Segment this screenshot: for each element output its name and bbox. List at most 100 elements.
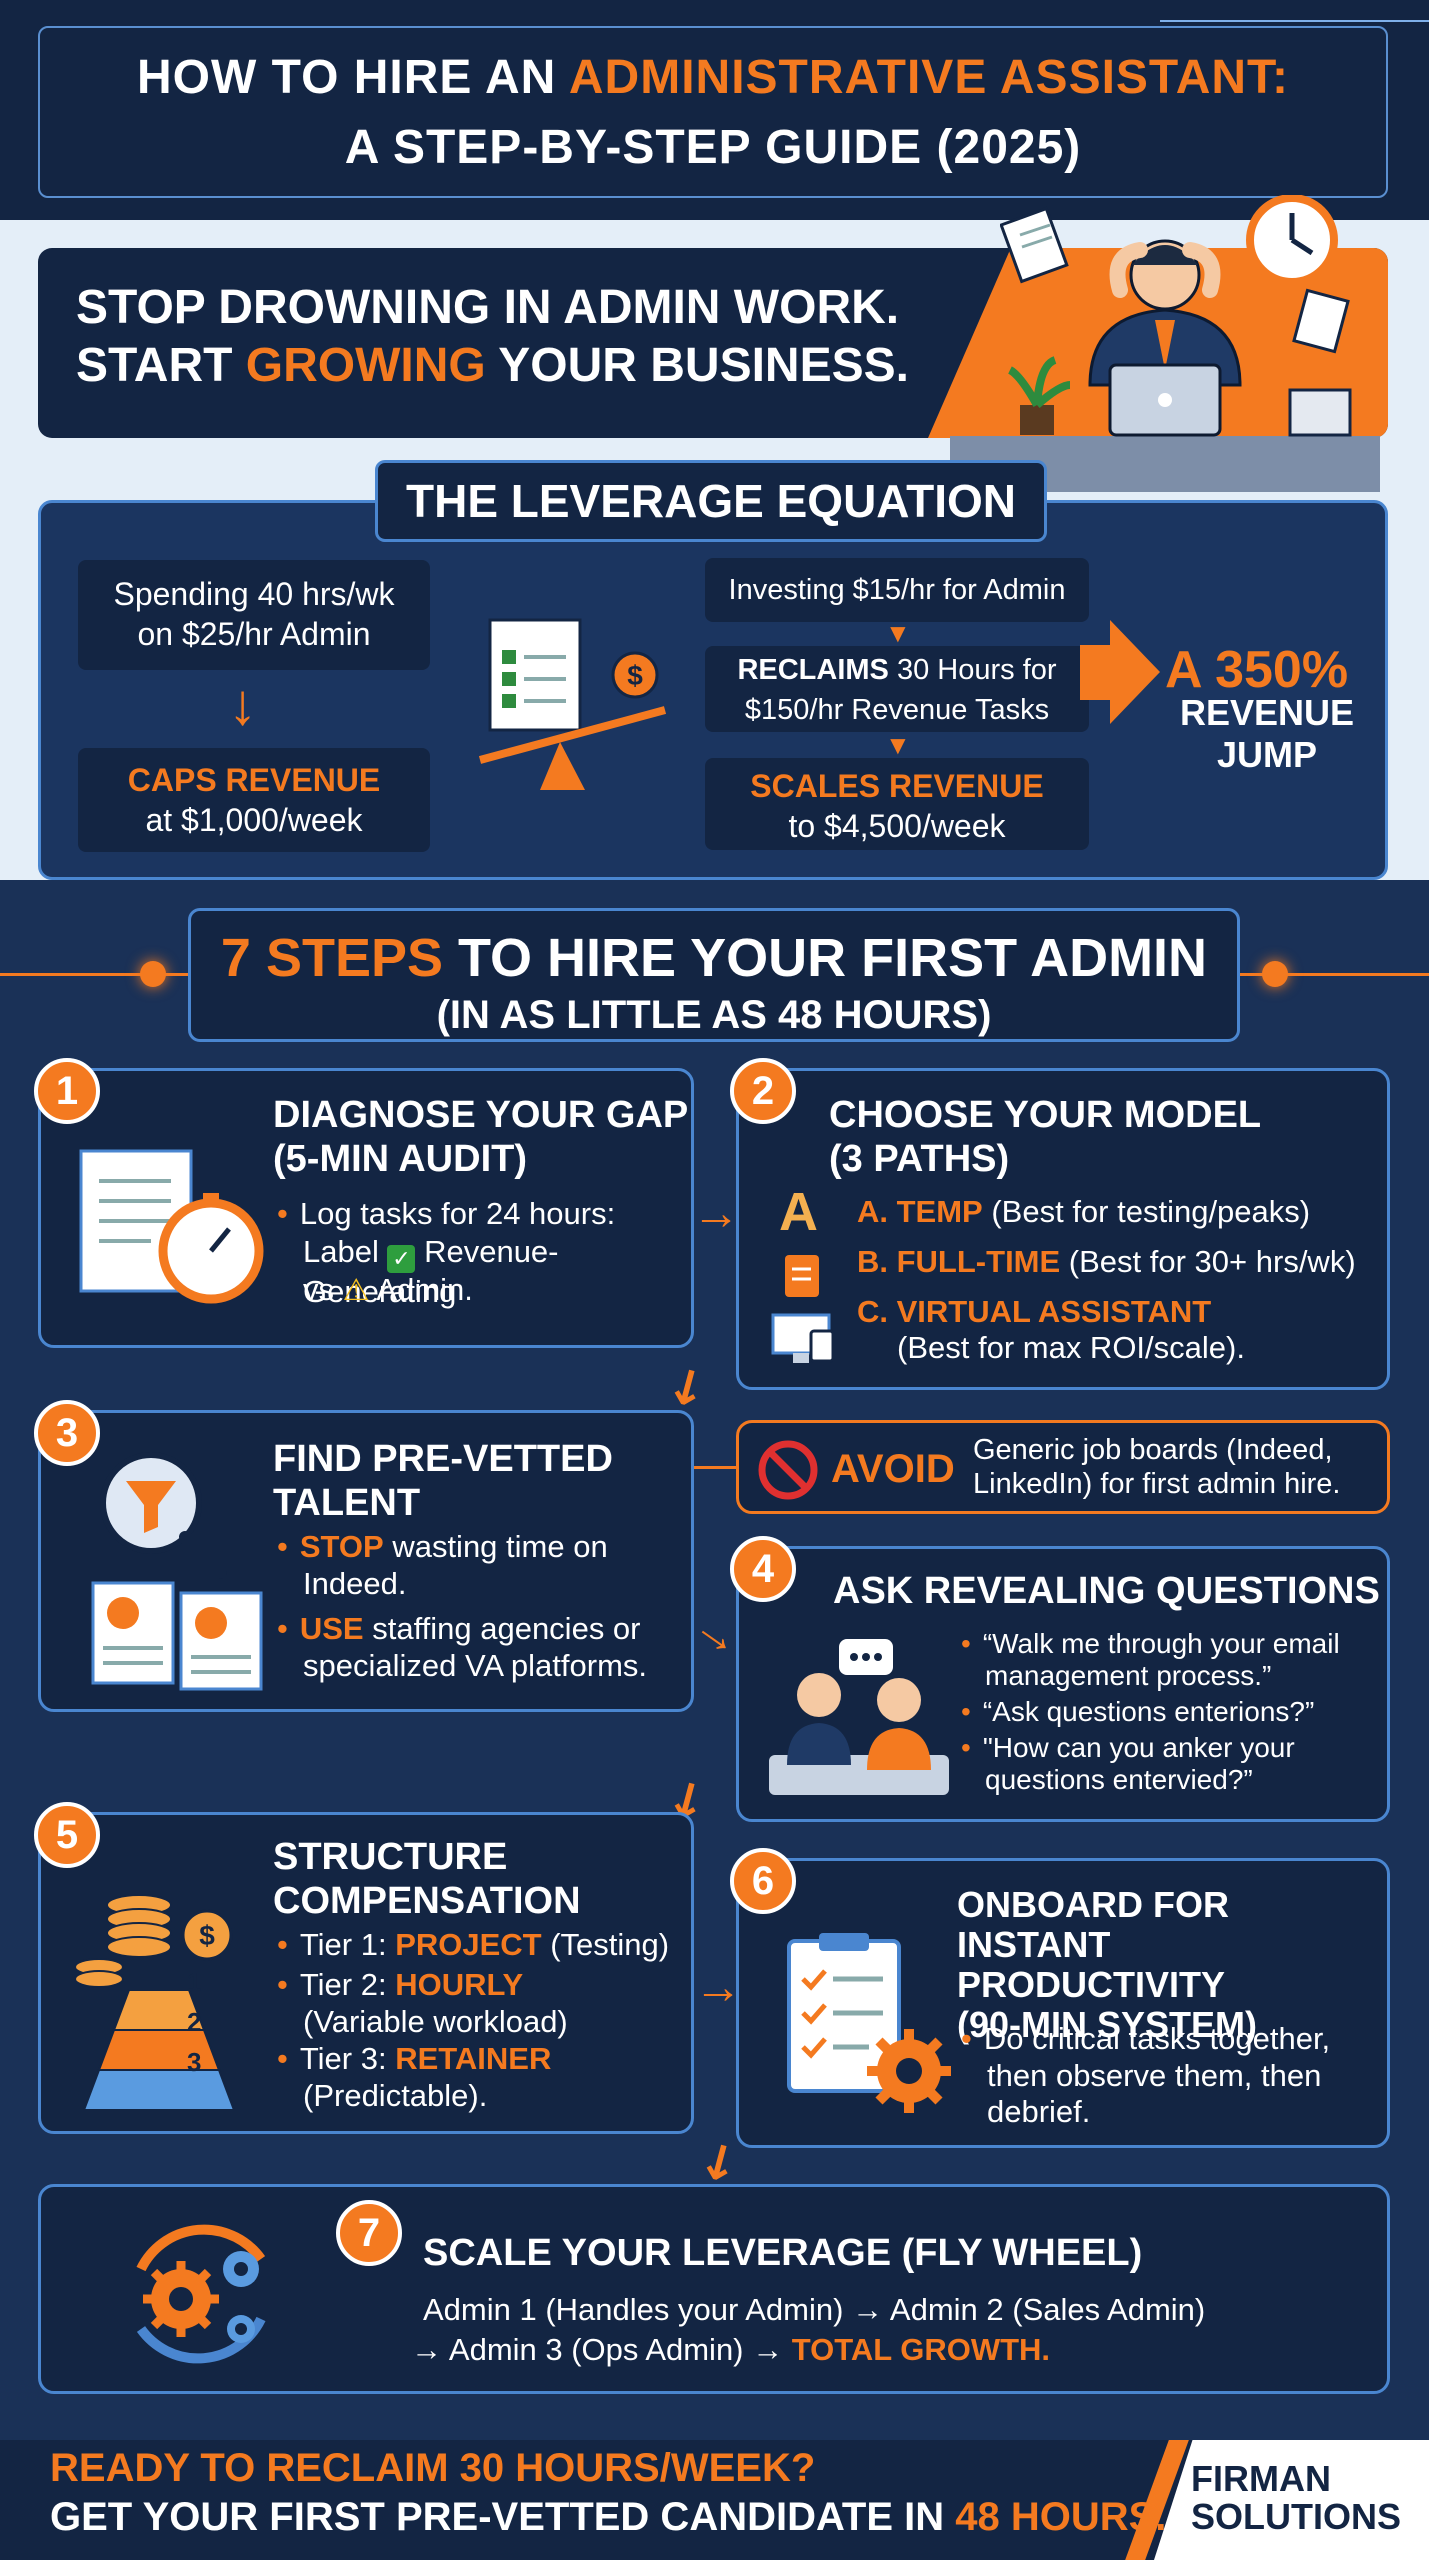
arrow-down-left: ↓ xyxy=(228,672,257,737)
steps-header: 7 STEPS TO HIRE YOUR FIRST ADMIN (IN AS … xyxy=(188,908,1240,1042)
step-5-title-line2: COMPENSATION xyxy=(273,1880,581,1922)
result-arrow xyxy=(1110,620,1160,724)
prohibited-icon xyxy=(758,1440,818,1500)
brand-line1: FIRMAN xyxy=(1191,2458,1331,2499)
step-6-title-line2: PRODUCTIVITY xyxy=(957,1964,1226,2005)
step-1-revenue-text: Revenue-Generating xyxy=(303,1234,559,1309)
avoid-line1: Generic job boards (Indeed, xyxy=(973,1434,1333,1466)
step-4-card: ASK REVEALING QUESTIONS “Walk me through… xyxy=(736,1546,1390,1822)
option-a-label: A. TEMP xyxy=(857,1194,983,1229)
step-3-bullet-2: USE staffing agencies or xyxy=(277,1611,641,1647)
step-3-use-rest: staffing agencies or xyxy=(363,1611,641,1646)
tier-1-label: PROJECT xyxy=(395,1927,542,1962)
step-1-admin-text: Admin. xyxy=(369,1272,473,1307)
header-dot-right xyxy=(1262,961,1288,987)
brand-line2: SOLUTIONS xyxy=(1191,2496,1402,2537)
page-title-line2: A STEP-BY-STEP GUIDE (2025) xyxy=(344,121,1082,174)
step-7-number: 7 xyxy=(336,2200,402,2266)
step-4-q3: "How can you anker your xyxy=(961,1731,1295,1765)
avoid-connector xyxy=(694,1466,738,1469)
step-3-bullet-2-line2: specialized VA platforms. xyxy=(303,1648,648,1683)
funnel-magnifier-icon xyxy=(91,1452,263,1691)
title-deco-line xyxy=(1160,20,1429,22)
step-1-bullet: Log tasks for 24 hours: xyxy=(277,1196,615,1232)
step-5-tier-2: Tier 2: HOURLY xyxy=(277,1967,523,2003)
investing-text: Investing $15/hr for Admin xyxy=(728,574,1066,606)
connector-5-6: → xyxy=(694,1961,742,2014)
step-6-number: 6 xyxy=(730,1848,796,1914)
step-2-option-c: C. VIRTUAL ASSISTANT xyxy=(857,1293,1211,1330)
cta-line2-accent: 48 HOURS. xyxy=(955,2495,1167,2539)
step-4-q1: “Walk me through your email xyxy=(961,1627,1340,1661)
step-2-option-c-desc: (Best for max ROI/scale). xyxy=(897,1330,1245,1365)
header-dot-left xyxy=(140,961,166,987)
title-pre: HOW TO HIRE AN xyxy=(137,51,569,104)
cta-line2-pre: GET YOUR FIRST PRE-VETTED CANDIDATE IN xyxy=(50,2495,956,2539)
steps-header-rest: TO HIRE YOUR FIRST ADMIN xyxy=(443,928,1208,988)
step-6-bullet-line3: debrief. xyxy=(987,2094,1091,2129)
step-2-title: CHOOSE YOUR MODEL(3 PATHS) xyxy=(829,1093,1261,1181)
header-rule-left xyxy=(0,973,188,976)
step-1-vs: vs xyxy=(303,1272,343,1307)
hero-line2-accent: GROWING xyxy=(245,339,486,392)
step-3-stop-rest: wasting time on xyxy=(383,1529,608,1564)
document-scale-icon: $ xyxy=(478,618,667,790)
step-3-title-line1: FIND PRE-VETTED xyxy=(273,1438,613,1480)
leverage-spending-chip: Spending 40 hrs/wk on $25/hr Admin xyxy=(78,560,430,670)
step-7-line1: Admin 1 (Handles your Admin) → Admin 2 (… xyxy=(423,2292,1206,2327)
step-5-tier-3: Tier 3: RETAINER xyxy=(277,2041,551,2077)
notebook-icon xyxy=(79,1149,264,1304)
title-accent: ADMINISTRATIVE ASSISTANT: xyxy=(568,51,1289,104)
avoid-label: AVOID xyxy=(831,1447,955,1491)
step-1-title-line1: DIAGNOSE YOUR GAP xyxy=(273,1094,689,1136)
papers-icon xyxy=(1000,206,1350,354)
option-b-desc: (Best for 30+ hrs/wk) xyxy=(1060,1244,1356,1279)
caps-revenue-label: CAPS REVENUE xyxy=(127,762,381,798)
step-2-title-line1: CHOOSE YOUR MODEL xyxy=(829,1094,1262,1136)
result-arrow-stem xyxy=(1080,645,1112,700)
connector-1-2: → xyxy=(692,1187,740,1240)
spending-line2: on $25/hr Admin xyxy=(137,616,371,652)
scales-revenue-value: to $4,500/week xyxy=(788,808,1006,844)
header-band xyxy=(0,0,1429,220)
leverage-title: THE LEVERAGE EQUATION xyxy=(375,460,1047,542)
tier-1-desc: (Testing) xyxy=(541,1927,670,1962)
tier-3-label: RETAINER xyxy=(395,2041,552,2076)
step-1-label-pre: Label xyxy=(303,1234,388,1269)
step-3-stop: STOP xyxy=(299,1529,384,1564)
logo-background xyxy=(1154,2440,1429,2560)
step-2-card: CHOOSE YOUR MODEL(3 PATHS) A A. TEMP (Be… xyxy=(736,1068,1390,1390)
step-3-bullet-1-line2: Indeed. xyxy=(303,1566,407,1601)
plant-icon xyxy=(1007,356,1071,435)
step-6-bullet-line2: then observe them, then xyxy=(987,2058,1322,2093)
step-7-card: SCALE YOUR LEVERAGE (FLY WHEEL) Admin 1 … xyxy=(38,2184,1390,2394)
tier-1-pre: Tier 1: xyxy=(299,1927,396,1962)
steps-header-accent: 7 STEPS xyxy=(220,928,444,988)
spending-line1: Spending 40 hrs/wk xyxy=(113,576,395,612)
brand-logo[interactable]: FIRMAN SOLUTIONS xyxy=(1191,2460,1401,2536)
leverage-scales-chip: SCALES REVENUE to $4,500/week xyxy=(705,758,1089,850)
flywheel-gears-icon xyxy=(136,2224,266,2364)
cta-line2: GET YOUR FIRST PRE-VETTED CANDIDATE IN 4… xyxy=(50,2495,1166,2540)
reclaims-rest: 30 Hours for xyxy=(888,654,1057,686)
title-box: HOW TO HIRE AN ADMINISTRATIVE ASSISTANT:… xyxy=(38,20,1429,198)
result-percent: A 350% xyxy=(1165,641,1349,699)
result-label: REVENUE JUMP xyxy=(1180,692,1354,776)
hero-line2-post: YOUR BUSINESS. xyxy=(485,339,909,392)
avoid-text: Generic job boards (Indeed,LinkedIn) for… xyxy=(973,1433,1340,1501)
check-emoji-icon: ✓ xyxy=(387,1245,416,1273)
step-1-title: DIAGNOSE YOUR GAP(5-MIN AUDIT) xyxy=(273,1093,688,1181)
step-5-number: 5 xyxy=(34,1802,100,1868)
step-1-number: 1 xyxy=(34,1058,100,1124)
virtual-assistant-icon xyxy=(771,1313,835,1363)
option-c-label: C. VIRTUAL ASSISTANT xyxy=(857,1294,1212,1329)
svg-text:$: $ xyxy=(627,660,643,691)
tier-2-label: HOURLY xyxy=(395,1967,524,2002)
step-5-tier-3-desc: (Predictable). xyxy=(303,2078,488,2113)
step-1-title-line2: (5-MIN AUDIT) xyxy=(273,1138,527,1180)
step-4-q2: “Ask questions enterions?” xyxy=(961,1695,1315,1729)
